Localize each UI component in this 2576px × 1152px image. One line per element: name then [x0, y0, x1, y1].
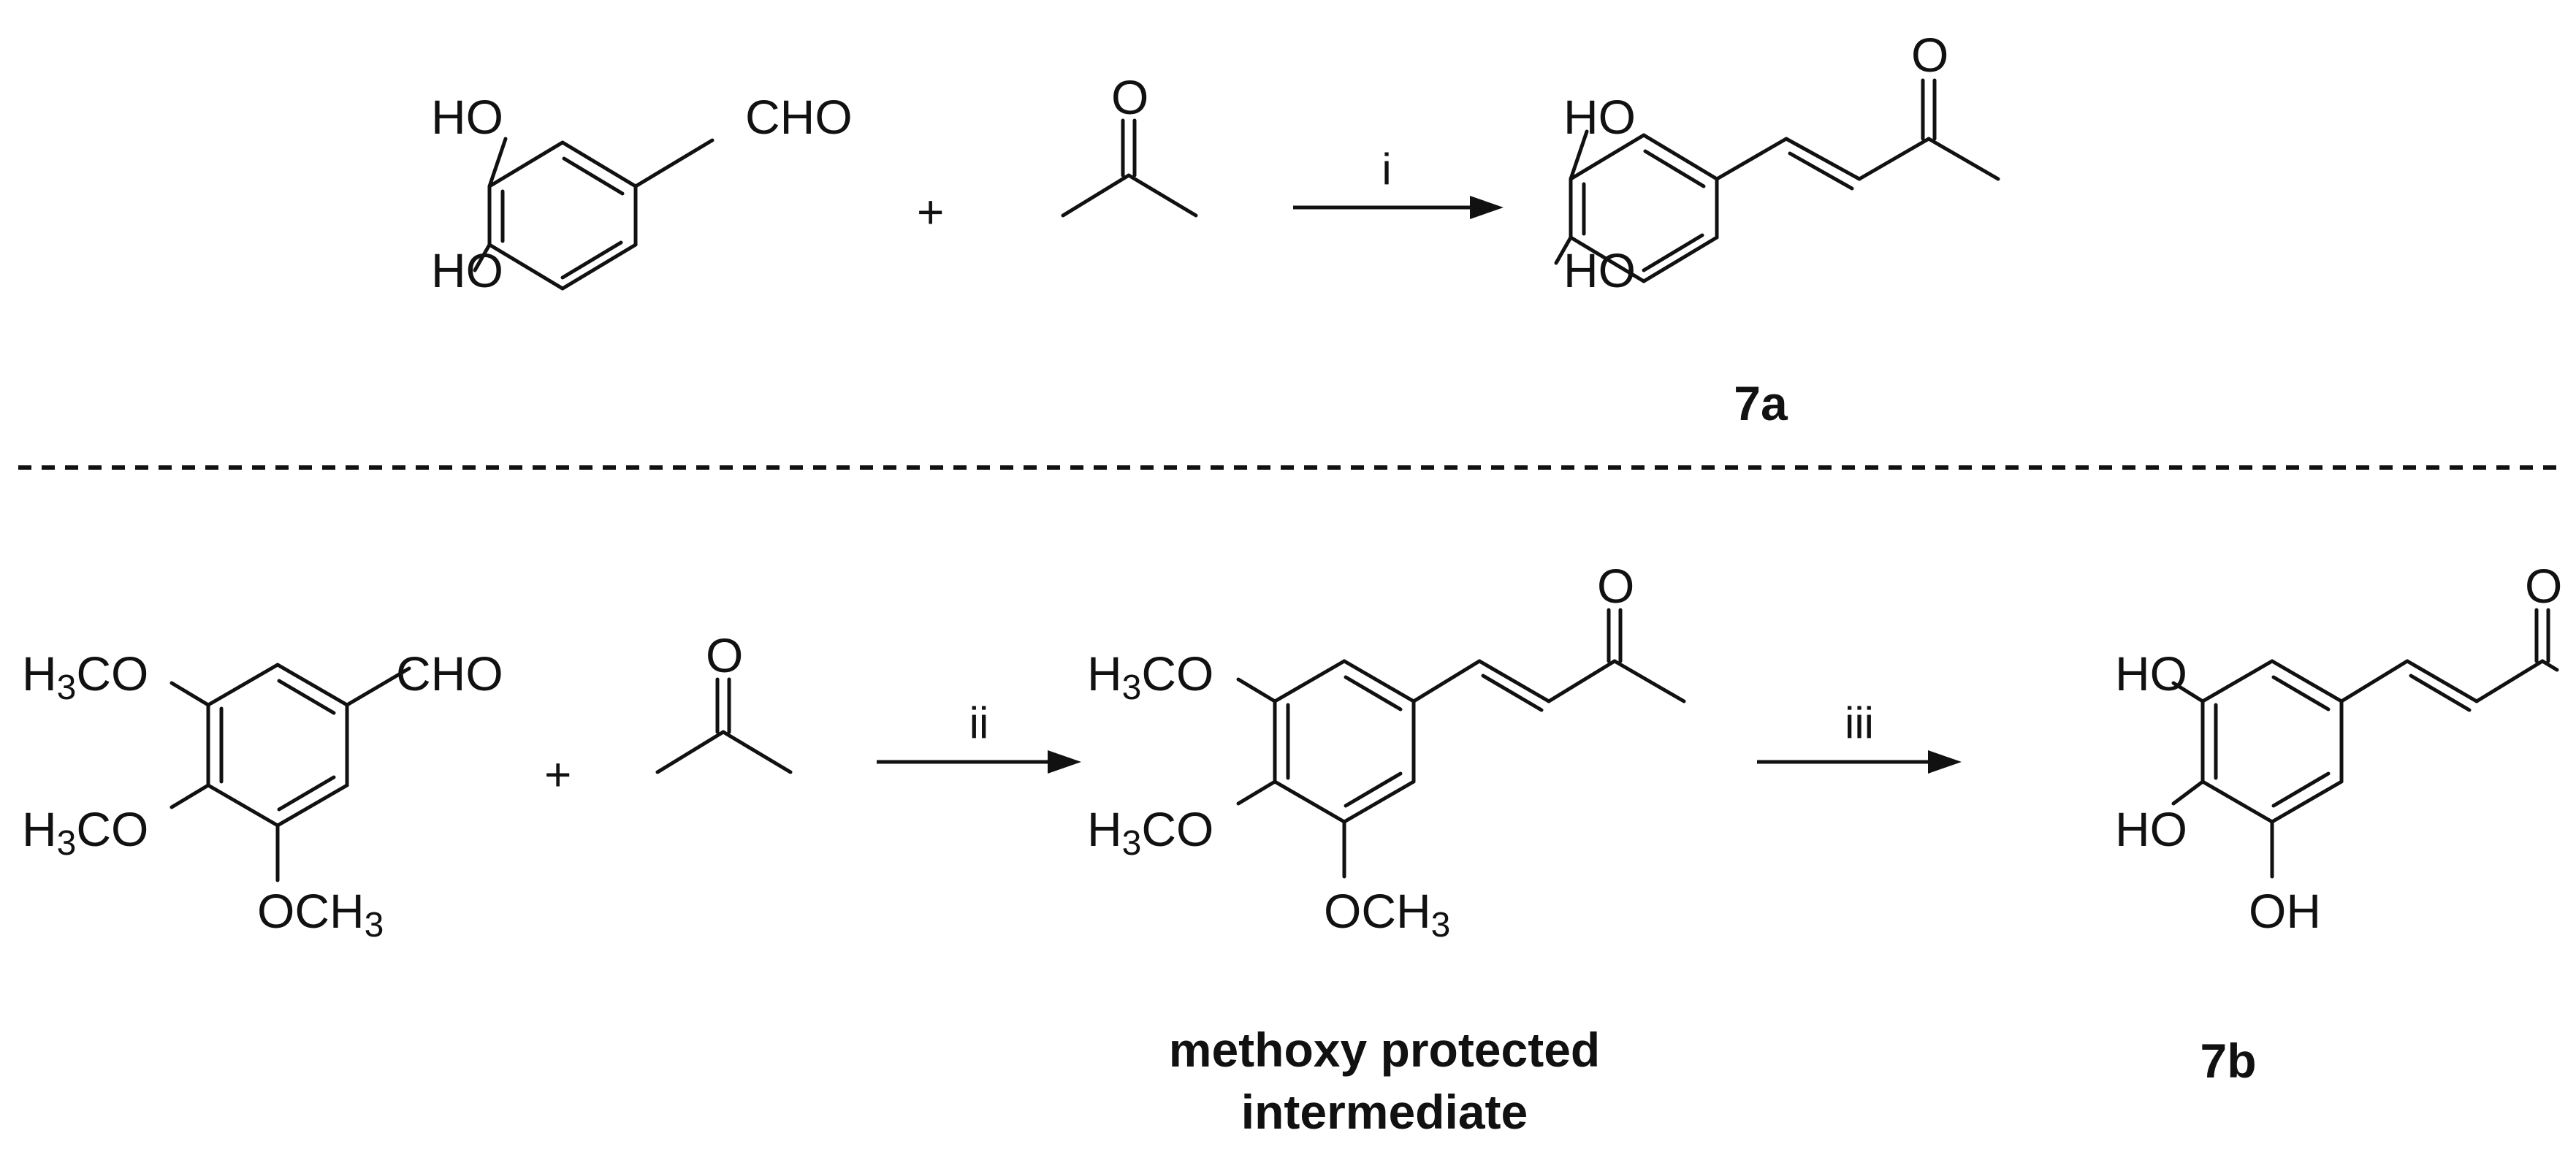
reaction-arrow: iii [1757, 698, 1962, 774]
oxygen-label: O [1911, 28, 1948, 82]
oxygen-label: O [1111, 70, 1148, 124]
benzene-ring [487, 140, 638, 291]
reaction-arrow: ii [877, 698, 1081, 774]
hydroxy-label: OH [2249, 884, 2321, 938]
methoxy-bond [1236, 779, 1277, 806]
hydroxy-bond [2171, 681, 2205, 703]
enone-chain: O [1411, 559, 1686, 712]
reagent-label: iii [1845, 698, 1874, 747]
hydroxy-bond [487, 137, 508, 188]
intermediate-label: methoxy protected [1169, 1023, 1600, 1077]
benzene-ring [2200, 659, 2344, 824]
aldehyde-bond [633, 138, 715, 188]
product-7b-structure: HO HO OH O [2115, 559, 2562, 938]
hydroxy-bond [2171, 779, 2205, 806]
hydroxy-label: HO [2115, 646, 2187, 701]
plus-sign: + [917, 186, 944, 238]
reagent-label: i [1382, 145, 1391, 194]
hydroxy-label: HO [2115, 802, 2187, 856]
methoxy-label: H3CO [22, 646, 148, 707]
enone-chain: O [1715, 28, 2000, 191]
plus-sign: + [544, 748, 571, 801]
methoxy-label: H3CO [1087, 802, 1213, 863]
hydroxy-bond [473, 243, 492, 272]
methoxy-label: H3CO [22, 802, 148, 863]
product-7a-structure: HO HO O [1554, 28, 2000, 297]
oxygen-label: O [2525, 559, 2562, 613]
enone-chain: O [2339, 559, 2562, 712]
hydroxy-label: HO [1563, 243, 1636, 297]
hydroxy-label: HO [431, 243, 503, 297]
methoxy-bond [169, 783, 210, 809]
acetone-structure: O [655, 628, 793, 774]
intermediate-label: intermediate [1241, 1085, 1528, 1139]
methoxy-label: OCH3 [257, 884, 384, 945]
hydroxy-label: HO [1563, 90, 1636, 144]
aldehyde-bond [345, 666, 411, 707]
compound-label-7a: 7a [1734, 376, 1788, 430]
reagent-label: ii [969, 698, 989, 747]
acetone-structure: O [1061, 70, 1198, 218]
benzene-ring [1569, 133, 1719, 283]
aldehyde-label: CHO [396, 646, 503, 701]
methoxy-intermediate-structure: H3CO H3CO OCH3 O [1087, 559, 1686, 945]
methoxy-bond [169, 681, 210, 707]
hydroxy-bond [1569, 129, 1589, 181]
hydroxy-bond [1554, 235, 1573, 265]
oxygen-label: O [706, 628, 743, 682]
compound-label-7b: 7b [2200, 1034, 2256, 1088]
hydroxy-label: HO [431, 90, 503, 144]
methoxy-label: OCH3 [1324, 884, 1450, 945]
methoxy-label: H3CO [1087, 646, 1213, 707]
methoxy-bond [1236, 677, 1277, 703]
trimethoxybenzaldehyde-structure: H3CO H3CO OCH3 CHO [22, 646, 503, 945]
reaction-arrow: i [1293, 145, 1504, 219]
oxygen-label: O [1597, 559, 1634, 613]
dihydroxybenzaldehyde-structure: HO HO CHO [431, 90, 853, 297]
benzene-ring [206, 663, 349, 828]
aldehyde-label: CHO [745, 90, 853, 144]
benzene-ring [1273, 659, 1416, 824]
